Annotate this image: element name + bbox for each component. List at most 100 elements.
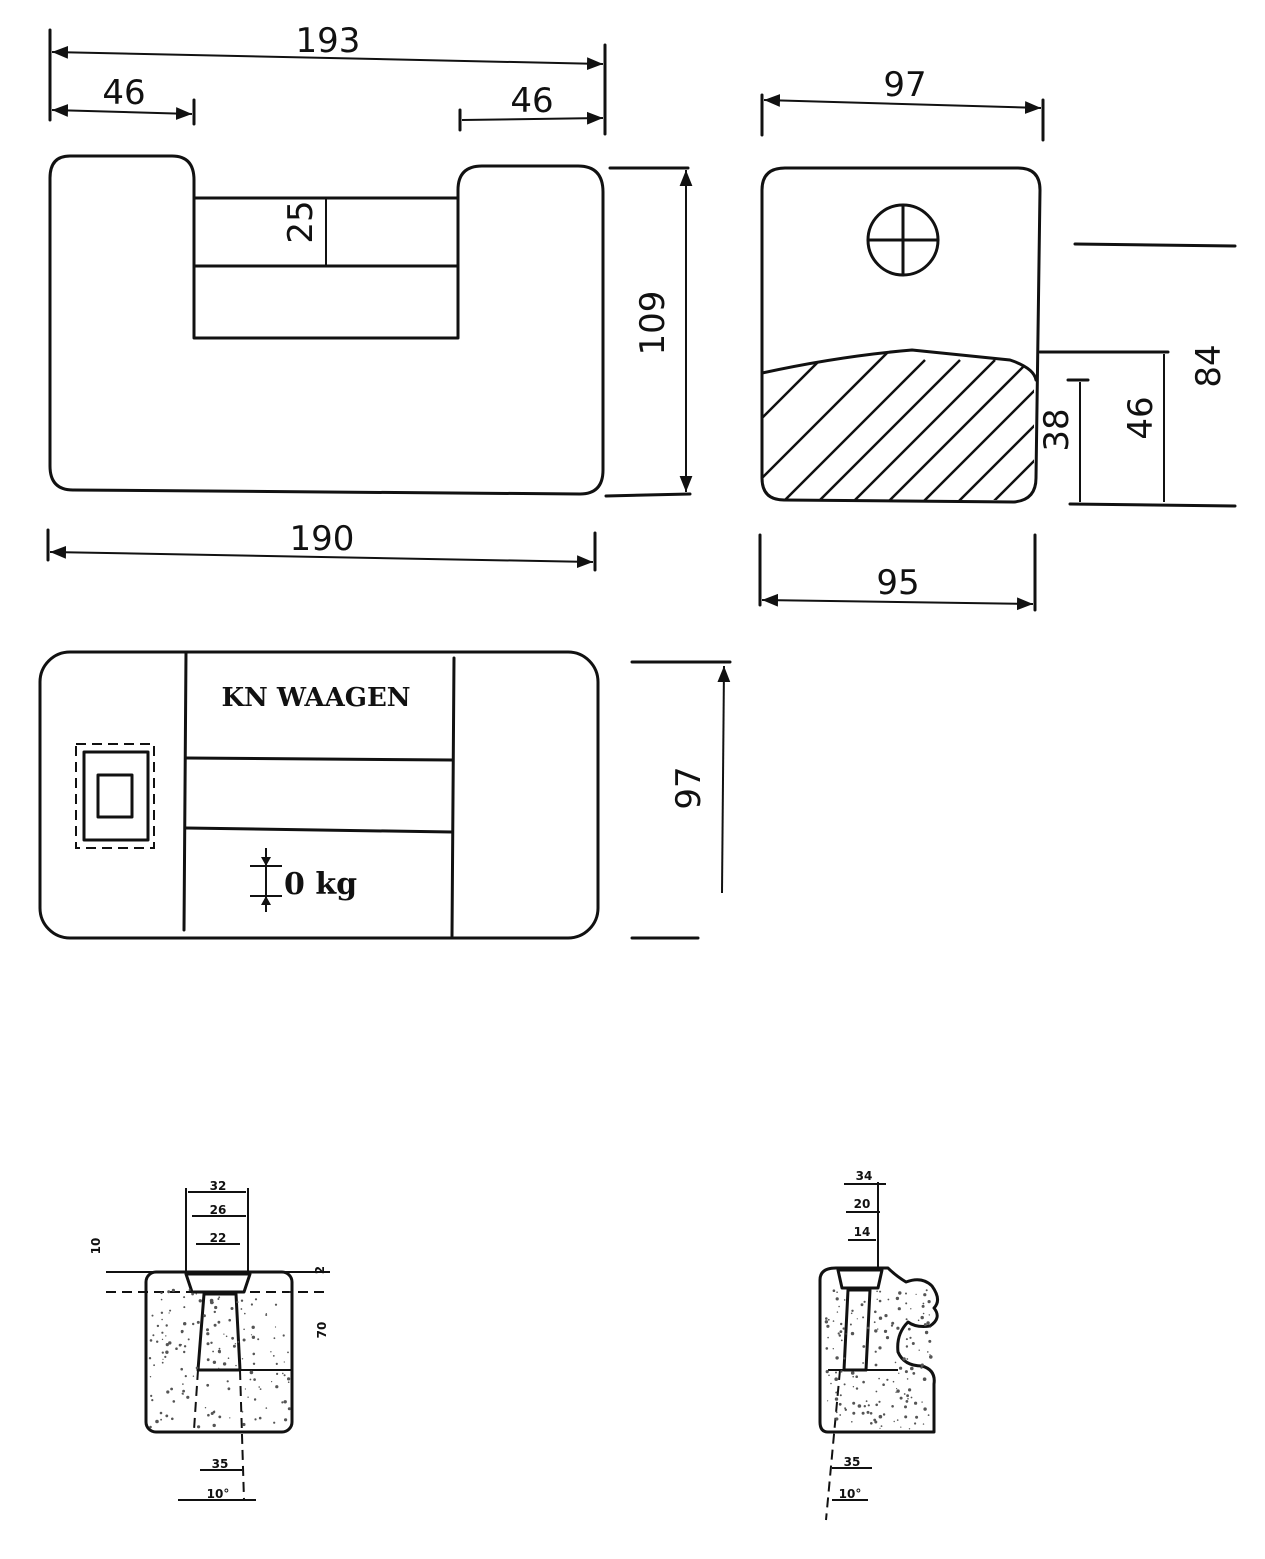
noise-speck: [172, 1400, 176, 1403]
noise-speck: [852, 1411, 856, 1415]
noise-speck: [229, 1417, 231, 1419]
noise-speck: [904, 1405, 907, 1409]
noise-speck: [168, 1341, 172, 1345]
dim-84: 84: [1189, 344, 1229, 387]
dim-46-left: 46: [102, 73, 145, 113]
dim-32: 32: [210, 1179, 227, 1193]
noise-speck: [873, 1418, 877, 1422]
noise-speck: [191, 1292, 194, 1296]
noise-speck: [214, 1305, 218, 1310]
dim-arrow-190: [49, 545, 594, 569]
noise-speck: [180, 1367, 183, 1371]
noise-speck: [845, 1333, 847, 1335]
noise-speck: [254, 1418, 257, 1421]
mass-label: 0 kg: [284, 867, 357, 902]
noise-speck: [844, 1408, 847, 1412]
noise-speck: [236, 1301, 239, 1304]
noise-speck: [827, 1400, 829, 1402]
noise-speck: [832, 1320, 835, 1322]
noise-speck: [863, 1300, 866, 1303]
noise-speck: [192, 1322, 195, 1326]
noise-speck: [874, 1350, 877, 1353]
noise-speck: [860, 1303, 864, 1307]
noise-speck: [925, 1289, 928, 1292]
noise-speck: [160, 1311, 164, 1315]
noise-speck: [840, 1339, 843, 1342]
noise-speck: [161, 1318, 163, 1321]
noise-speck: [186, 1395, 190, 1399]
noise-speck: [834, 1397, 839, 1401]
noise-speck: [283, 1400, 287, 1404]
noise-speck: [882, 1383, 885, 1386]
section-hatch: [762, 350, 1034, 500]
top-view-divider-left: [182, 650, 188, 932]
noise-speck: [149, 1425, 152, 1429]
noise-speck: [929, 1355, 933, 1359]
dim-97-top: 97: [883, 65, 926, 105]
noise-speck: [835, 1356, 839, 1360]
noise-speck: [906, 1394, 909, 1398]
noise-speck: [273, 1337, 276, 1340]
noise-speck: [910, 1308, 912, 1310]
noise-speck: [915, 1293, 917, 1295]
noise-speck: [161, 1331, 164, 1334]
noise-speck: [843, 1357, 846, 1360]
dim-22: 22: [210, 1231, 227, 1245]
dim-10-deg-right: 10°: [839, 1487, 862, 1501]
dim-arrow-97-side: [717, 665, 731, 894]
dim-109: 109: [633, 291, 673, 356]
noise-speck: [927, 1351, 929, 1353]
plug-cap-right: [836, 1268, 884, 1290]
noise-speck: [252, 1362, 256, 1366]
noise-speck: [265, 1313, 267, 1315]
noise-speck: [922, 1302, 925, 1305]
noise-speck: [843, 1383, 846, 1386]
top-view: KN WAAGEN 0 kg 97: [38, 650, 732, 940]
noise-speck: [928, 1314, 930, 1316]
dim-35: 35: [212, 1457, 229, 1471]
noise-speck: [218, 1415, 222, 1419]
noise-speck: [896, 1419, 899, 1421]
noise-speck: [907, 1327, 911, 1331]
noise-speck: [241, 1410, 244, 1413]
noise-speck: [232, 1344, 236, 1348]
noise-speck: [835, 1297, 839, 1301]
noise-speck: [890, 1324, 894, 1327]
noise-speck: [181, 1392, 184, 1395]
detail-left-center-dash: [239, 1369, 245, 1501]
noise-speck: [161, 1361, 164, 1364]
noise-speck: [892, 1380, 895, 1383]
dim-arrow-193: [51, 45, 604, 71]
noise-speck: [241, 1358, 244, 1360]
noise-speck: [827, 1318, 830, 1321]
noise-speck: [920, 1366, 923, 1369]
adjustment-cavity: [196, 1292, 242, 1372]
plug-cap: [184, 1272, 252, 1294]
noise-speck: [231, 1336, 235, 1340]
noise-speck: [905, 1345, 909, 1348]
dim-34: 34: [856, 1169, 873, 1183]
noise-speck: [885, 1330, 888, 1332]
noise-speck: [897, 1307, 901, 1311]
noise-speck: [162, 1358, 164, 1360]
noise-speck: [152, 1334, 155, 1337]
top-view-line-2: [184, 826, 454, 834]
noise-speck: [851, 1421, 853, 1423]
noise-speck: [196, 1320, 200, 1324]
noise-speck: [849, 1323, 852, 1326]
noise-speck: [210, 1412, 214, 1415]
noise-speck: [920, 1363, 924, 1367]
ext-line: [604, 492, 692, 498]
noise-speck: [873, 1321, 876, 1324]
noise-speck: [905, 1292, 907, 1295]
noise-speck: [195, 1366, 199, 1370]
noise-speck: [222, 1362, 227, 1366]
noise-speck: [235, 1364, 237, 1367]
noise-speck: [180, 1331, 184, 1334]
noise-speck: [876, 1298, 878, 1301]
noise-speck: [923, 1293, 927, 1297]
noise-speck: [167, 1290, 171, 1294]
noise-speck: [869, 1412, 873, 1415]
noise-speck: [839, 1330, 843, 1333]
noise-speck: [880, 1425, 883, 1427]
